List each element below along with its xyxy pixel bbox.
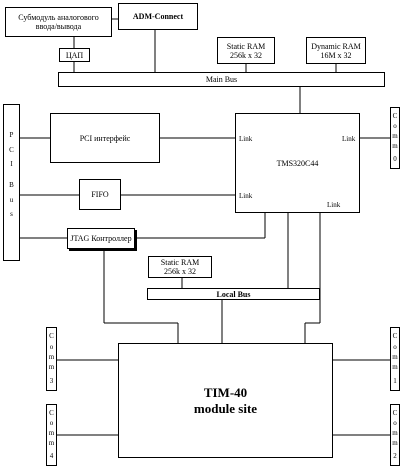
comm-1-char: C (392, 332, 398, 341)
comm-4-label: C o m m 4 (47, 407, 56, 463)
comm-4-char: m (48, 439, 55, 447)
comm-4-char: o (49, 419, 54, 427)
comm-0-char: m (392, 132, 398, 140)
tim-40-title: TIM-40 (203, 384, 248, 400)
jtag-controller-label: JTAG Контроллер (70, 234, 132, 243)
comm-1-char: m (392, 363, 398, 372)
analog-io-submodule-line2: ввода/вывода (35, 22, 82, 31)
static-ram-main-line1: Static RAM (226, 41, 266, 51)
comm-2-char: o (393, 419, 397, 427)
comm-3-char: C (49, 332, 54, 341)
static-ram-main-block: Static RAM 256k x 32 (217, 37, 275, 64)
comm-2-char: m (392, 439, 398, 447)
link-label-left-bottom: Link (239, 192, 253, 200)
comm-2-char: C (392, 409, 398, 417)
link-label-right: Link (342, 135, 356, 143)
pci-interface-label: PCI интерфейс (79, 133, 131, 143)
comm-3-char: m (48, 363, 55, 372)
pci-bus-char: C (9, 145, 14, 154)
static-ram-local-line1: Static RAM (160, 258, 200, 267)
dac-block: ЦАП (59, 48, 90, 62)
comm-0-label: C o m m 0 (391, 110, 399, 166)
dynamic-ram-line1: Dynamic RAM (311, 41, 361, 51)
local-bus-block: Local Bus (147, 288, 320, 300)
pci-bus-char: P (9, 131, 14, 140)
main-bus-block: Main Bus (58, 72, 385, 87)
pci-bus-label: P C I B u s (4, 125, 19, 225)
comm-0-char: C (392, 112, 398, 120)
comm-2-char: 2 (393, 452, 397, 460)
comm-4-block: C o m m 4 (46, 404, 57, 466)
pci-interface-block: PCI интерфейс (50, 113, 160, 163)
comm-3-block: C o m m 3 (46, 327, 57, 391)
comm-0-char: m (392, 142, 398, 150)
comm-0-char: 0 (393, 155, 397, 163)
analog-io-submodule-line1: Субмодуль аналогового (18, 13, 99, 22)
comm-3-char: o (49, 342, 54, 351)
fifo-label: FIFO (91, 190, 109, 199)
tms320c44-block: TMS320C44 (235, 113, 360, 213)
static-ram-local-line2: 256k x 32 (163, 267, 196, 276)
comm-4-char: C (49, 409, 54, 417)
comm-0-char: o (393, 122, 397, 130)
comm-1-char: m (392, 352, 398, 361)
pci-bus-char: u (9, 195, 14, 204)
comm-4-char: 4 (49, 452, 54, 460)
adm-connect-block: ADM-Connect (118, 3, 198, 30)
comm-3-label: C o m m 3 (47, 330, 56, 388)
tim-40-module-site-block: TIM-40 module site (118, 343, 333, 458)
comm-4-char: m (48, 429, 55, 437)
adm-connect-label: ADM-Connect (132, 12, 184, 21)
comm-1-label: C o m m 1 (391, 330, 399, 388)
link-label-left-top: Link (239, 135, 253, 143)
pci-bus-char: s (10, 209, 13, 218)
comm-1-char: o (393, 342, 397, 351)
comm-1-char: 1 (393, 376, 397, 385)
tim-40-subtitle: module site (193, 400, 258, 416)
fifo-block: FIFO (79, 179, 121, 210)
static-ram-local-block: Static RAM 256k x 32 (148, 256, 212, 278)
comm-2-char: m (392, 429, 398, 437)
dac-label: ЦАП (65, 50, 84, 60)
pci-bus-char: I (10, 159, 13, 168)
comm-3-char: m (48, 352, 55, 361)
static-ram-main-line2: 256k x 32 (229, 50, 262, 60)
local-bus-label: Local Bus (216, 289, 251, 299)
dynamic-ram-block: Dynamic RAM 16M x 32 (306, 37, 366, 64)
link-label-bottom-right: Link (327, 201, 341, 209)
comm-2-block: C o m m 2 (390, 404, 400, 466)
analog-io-submodule-block: Субмодуль аналогового ввода/вывода (5, 7, 112, 37)
pci-bus-block: P C I B u s (3, 104, 20, 261)
comm-3-char: 3 (49, 376, 54, 385)
pci-bus-char: B (9, 181, 14, 190)
comm-2-label: C o m m 2 (391, 407, 399, 463)
tms320c44-label: TMS320C44 (276, 158, 319, 168)
jtag-controller-block: JTAG Контроллер (67, 228, 135, 249)
comm-1-block: C o m m 1 (390, 327, 400, 391)
comm-0-block: C o m m 0 (390, 107, 400, 169)
dynamic-ram-line2: 16M x 32 (320, 50, 352, 60)
main-bus-label: Main Bus (205, 75, 238, 84)
